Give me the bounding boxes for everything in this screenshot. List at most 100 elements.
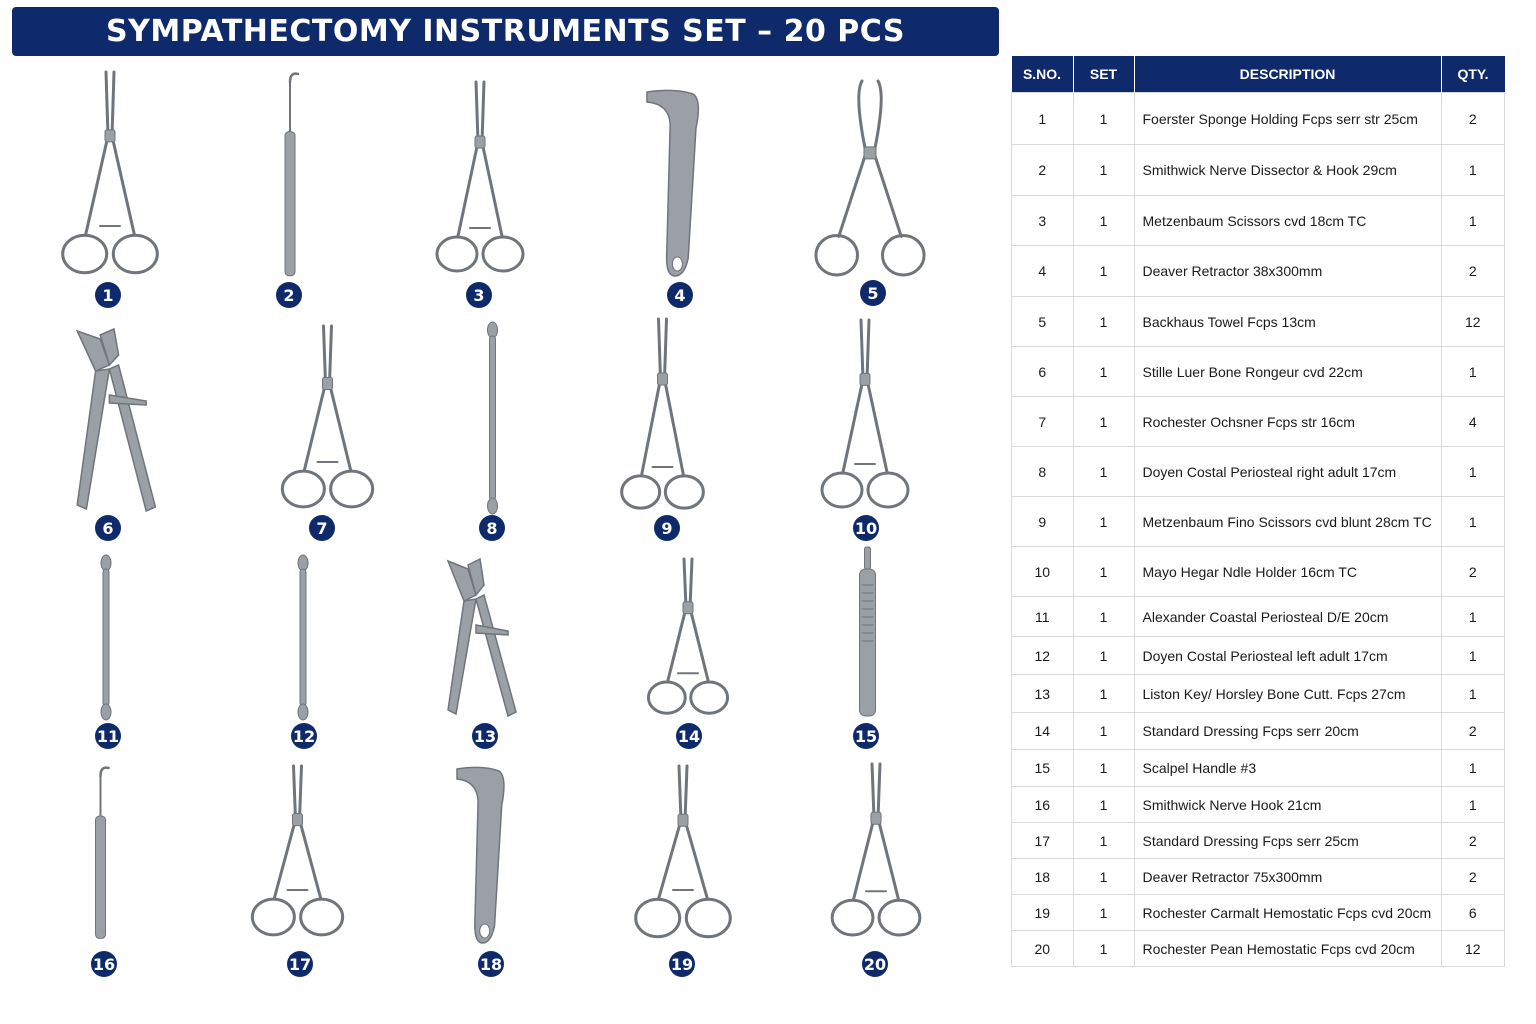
- row-set: 1: [1072, 195, 1135, 246]
- row-set: 1: [1072, 546, 1135, 597]
- instrument-number-badge: 19: [669, 951, 695, 977]
- instrument-6: [68, 325, 160, 515]
- instrument-number-badge: 8: [479, 515, 505, 541]
- row-description: Doyen Costal Periosteal left adult 17cm: [1133, 636, 1442, 675]
- row-sno: 4: [1011, 245, 1074, 297]
- title-banner: SYMPATHECTOMY INSTRUMENTS SET – 20 PCS: [12, 7, 999, 56]
- row-set: 1: [1072, 92, 1135, 145]
- instrument-number-badge: 2: [276, 282, 302, 308]
- instrument-14: [642, 555, 734, 720]
- row-sno: 12: [1011, 636, 1074, 675]
- instrument-number-badge: 10: [853, 515, 879, 541]
- row-description: Deaver Retractor 38x300mm: [1133, 245, 1442, 297]
- instrument-number-badge: 11: [95, 723, 121, 749]
- header-set: SET: [1073, 56, 1135, 93]
- row-qty: 1: [1440, 636, 1505, 675]
- instrument-grid: 1 2 3 4 5: [61, 68, 935, 977]
- row-sno: 9: [1011, 496, 1074, 547]
- row-sno: 8: [1011, 446, 1074, 497]
- row-set: 1: [1072, 674, 1135, 713]
- instrument-number-badge: 12: [291, 723, 317, 749]
- row-qty: 12: [1440, 930, 1505, 967]
- row-description: Scalpel Handle #3: [1133, 749, 1442, 787]
- row-qty: 4: [1440, 396, 1505, 447]
- row-sno: 15: [1011, 749, 1074, 787]
- row-description: Smithwick Nerve Dissector & Hook 29cm: [1133, 144, 1442, 196]
- row-qty: 1: [1440, 446, 1505, 497]
- row-qty: 1: [1440, 496, 1505, 547]
- row-qty: 2: [1440, 858, 1505, 895]
- row-description: Smithwick Nerve Hook 21cm: [1133, 786, 1442, 823]
- row-qty: 2: [1440, 712, 1505, 750]
- row-sno: 2: [1011, 144, 1074, 196]
- row-description: Backhaus Towel Fcps 13cm: [1133, 296, 1442, 347]
- row-set: 1: [1072, 636, 1135, 675]
- instrument-11: [95, 554, 117, 721]
- row-description: Deaver Retractor 75x300mm: [1133, 858, 1442, 895]
- instrument-number-badge: 6: [95, 515, 121, 541]
- row-qty: 1: [1440, 346, 1505, 397]
- row-sno: 11: [1011, 596, 1074, 637]
- row-description: Rochester Carmalt Hemostatic Fcps cvd 20…: [1133, 894, 1442, 931]
- instrument-number-badge: 17: [287, 951, 313, 977]
- instrument-number-badge: 3: [466, 282, 492, 308]
- row-qty: 6: [1440, 894, 1505, 931]
- instrument-3: [430, 78, 530, 278]
- instrument-number-badge: 7: [309, 515, 335, 541]
- table-header-row: S.NO. SET DESCRIPTION QTY.: [1011, 56, 1505, 93]
- row-qty: 2: [1440, 92, 1505, 145]
- row-set: 1: [1072, 749, 1135, 787]
- row-qty: 2: [1440, 245, 1505, 297]
- row-set: 1: [1072, 245, 1135, 297]
- row-sno: 17: [1011, 822, 1074, 859]
- row-set: 1: [1072, 446, 1135, 497]
- row-qty: 1: [1440, 749, 1505, 787]
- row-set: 1: [1072, 396, 1135, 447]
- instrument-7: [275, 322, 380, 514]
- row-description: Mayo Hegar Ndle Holder 16cm TC: [1133, 546, 1442, 597]
- instrument-17: [245, 762, 350, 942]
- instrument-number-badge: 18: [478, 951, 504, 977]
- instrument-2: [270, 68, 310, 280]
- row-description: Alexander Coastal Periosteal D/E 20cm: [1133, 596, 1442, 637]
- row-sno: 5: [1011, 296, 1074, 347]
- row-qty: 2: [1440, 546, 1505, 597]
- row-set: 1: [1072, 930, 1135, 967]
- instrument-number-badge: 15: [853, 723, 879, 749]
- row-qty: 1: [1440, 786, 1505, 823]
- instrument-13: [440, 555, 520, 720]
- row-sno: 7: [1011, 396, 1074, 447]
- instrument-number-badge: 1: [95, 282, 121, 308]
- row-sno: 19: [1011, 894, 1074, 931]
- instrument-5: [805, 75, 935, 280]
- row-set: 1: [1072, 596, 1135, 637]
- row-set: 1: [1072, 346, 1135, 397]
- row-sno: 14: [1011, 712, 1074, 750]
- row-sno: 13: [1011, 674, 1074, 713]
- row-set: 1: [1072, 496, 1135, 547]
- instrument-19: [628, 762, 738, 944]
- instrument-number-badge: 20: [862, 951, 888, 977]
- instrument-number-badge: 13: [472, 723, 498, 749]
- row-set: 1: [1072, 712, 1135, 750]
- row-sno: 18: [1011, 858, 1074, 895]
- instrument-9: [615, 315, 710, 515]
- row-qty: 1: [1440, 674, 1505, 713]
